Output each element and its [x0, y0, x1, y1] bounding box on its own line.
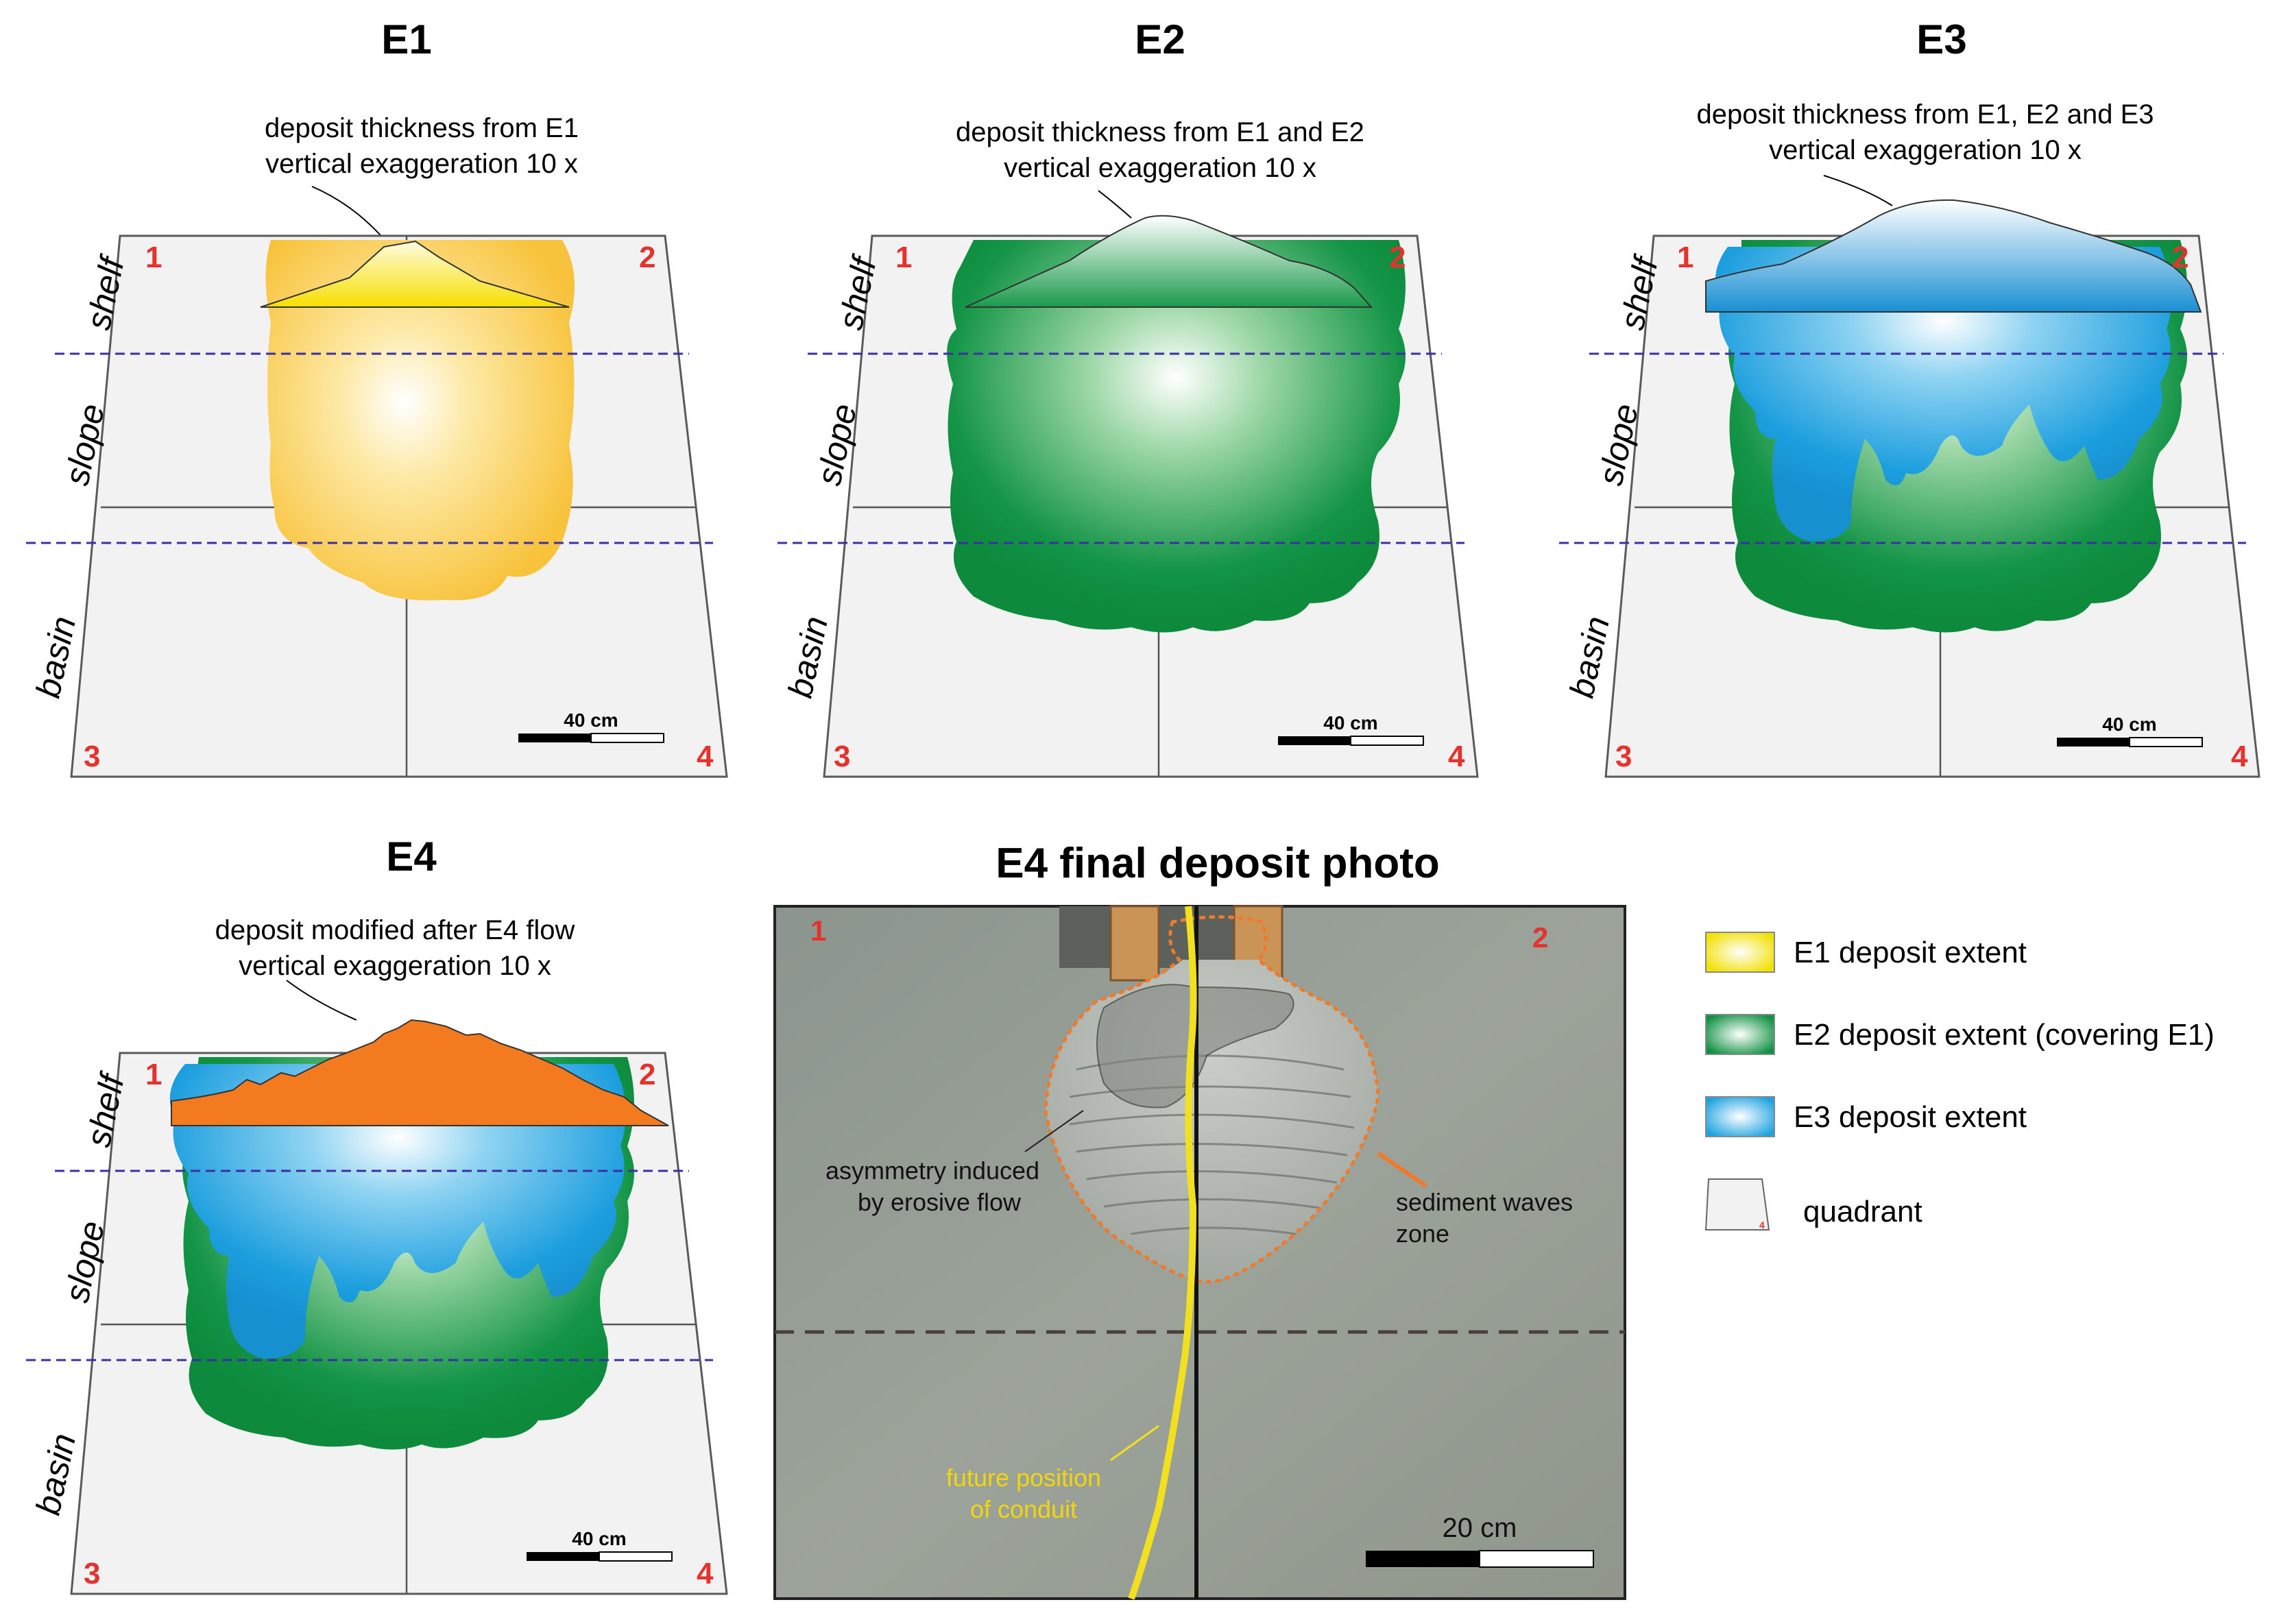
waves-label-line1: sediment waves: [1396, 1188, 1573, 1216]
legend-quadrant-mark: 4: [1759, 1220, 1765, 1231]
scale-bar-label: 40 cm: [564, 710, 618, 731]
zone-label-basin: basin: [29, 613, 84, 701]
panel-title: E4: [386, 834, 437, 880]
panel-title: E1: [381, 16, 431, 62]
conduit-label-line1: future position: [946, 1464, 1101, 1492]
conduit-leader: [1110, 1425, 1159, 1462]
scale-bar-label: 40 cm: [1323, 712, 1377, 734]
leader-line: [286, 980, 357, 1021]
legend-label-quadrant: quadrant: [1803, 1195, 1922, 1228]
e2-deposit: [947, 240, 1406, 633]
quadrant-number: 2: [2172, 241, 2188, 274]
asymmetry-label-line1: asymmetry induced: [825, 1156, 1039, 1185]
photo-quadrant-number: 1: [810, 914, 826, 947]
inlet-left-block: [1109, 905, 1160, 982]
leader-line: [1823, 175, 1893, 206]
scale-bar-black: [518, 734, 591, 742]
conduit-label-line2: of conduit: [970, 1495, 1077, 1523]
quadrant-number: 1: [145, 241, 162, 274]
quadrant-number: 1: [145, 1058, 162, 1091]
scale-bar-white: [2129, 737, 2203, 747]
quadrant-number: 3: [84, 740, 100, 773]
panel-note-line1: deposit thickness from E1 and E2: [956, 117, 1364, 147]
quadrant-number: 3: [84, 1557, 100, 1590]
photo-scale-label: 20 cm: [1443, 1513, 1517, 1543]
scale-bar-white: [1350, 736, 1424, 746]
photo-quadrant-number: 2: [1532, 921, 1548, 954]
legend-swatch-e2: [1705, 1014, 1775, 1055]
zone-label-basin: basin: [1563, 613, 1617, 701]
e3-deposit: [169, 1064, 626, 1359]
e2-thickness-profile: [965, 215, 1373, 308]
scale-bar-white: [599, 1551, 673, 1562]
quadrant-number: 4: [1448, 740, 1465, 773]
legend-swatch-e3: [1705, 1096, 1775, 1137]
scale-bar-white: [590, 733, 664, 743]
quadrant-number: 4: [697, 740, 714, 773]
panel-note-line2: vertical exaggeration 10 x: [1004, 153, 1316, 183]
e1-deposit: [265, 240, 575, 601]
panel-e1: E1 deposit thickness from E1 vertical ex…: [26, 16, 728, 778]
asymmetry-label-line2: by erosive flow: [858, 1188, 1022, 1216]
leader-line: [1098, 190, 1132, 219]
asymmetry-leader: [1024, 1110, 1084, 1152]
photo-title: E4 final deposit photo: [996, 840, 1440, 887]
legend-label-e2: E2 deposit extent (covering E1): [1794, 1018, 2215, 1052]
zone-label-basin: basin: [29, 1430, 84, 1518]
quadrant-number: 3: [834, 740, 850, 773]
waves-label-line2: zone: [1396, 1220, 1449, 1248]
panel-note-line2: vertical exaggeration 10 x: [265, 149, 578, 179]
panel-title: E2: [1135, 16, 1185, 62]
quadrant-number: 1: [895, 241, 912, 274]
legend-swatch-e1: [1705, 932, 1775, 973]
e1-thickness-profile: [260, 240, 570, 308]
legend-label-e1: E1 deposit extent: [1794, 936, 2027, 969]
photo-panel: E4 final deposit photo 1 2 asymmetry ind…: [773, 840, 1626, 1600]
quadrant-number: 4: [697, 1557, 714, 1590]
panel-e3: E3 deposit thickness from E1, E2 and E3 …: [1559, 16, 2260, 778]
e3-thickness-profile: [1705, 199, 2202, 313]
sediment-waves-zone-outline: [1044, 915, 1380, 1284]
scale-bar-black: [527, 1552, 599, 1561]
legend: E1 deposit extent E2 deposit extent (cov…: [1704, 932, 2215, 1231]
photo-scale-bar-white: [1479, 1550, 1594, 1568]
quadrant-number: 4: [2231, 740, 2248, 773]
photo-scale-bar-black: [1366, 1551, 1480, 1567]
scale-bar-black: [2057, 738, 2130, 747]
panel-e2: E2 deposit thickness from E1 and E2 vert…: [777, 16, 1479, 778]
panel-note-line1: deposit modified after E4 flow: [215, 915, 575, 945]
scale-bar-label: 40 cm: [2102, 714, 2156, 735]
scale-bar-black: [1278, 736, 1351, 745]
sediment-wave-ridges: [1069, 1054, 1355, 1235]
quadrant-number: 3: [1615, 740, 1632, 773]
panel-note-line2: vertical exaggeration 10 x: [239, 951, 551, 981]
waves-leader: [1377, 1151, 1427, 1188]
legend-label-e3: E3 deposit extent: [1794, 1100, 2027, 1134]
legend-swatch-quadrant: [1704, 1178, 1770, 1231]
panel-note-line1: deposit thickness from E1, E2 and E3: [1696, 99, 2154, 130]
quadrant-number: 2: [1389, 241, 1406, 274]
panel-title: E3: [1916, 16, 1966, 62]
quadrant-number: 2: [639, 241, 655, 274]
e4-modified-profile: [171, 1019, 669, 1126]
future-conduit-line: [1128, 906, 1197, 1600]
panel-e4: E4 deposit modified after E4 flow vertic…: [26, 834, 728, 1595]
quadrant-number: 1: [1677, 241, 1693, 274]
scale-bar-label: 40 cm: [572, 1528, 626, 1549]
e3-deposit: [1715, 247, 2172, 542]
quadrant-number: 2: [639, 1058, 655, 1091]
panel-note-line2: vertical exaggeration 10 x: [1769, 135, 2082, 165]
panel-note-line1: deposit thickness from E1: [265, 113, 579, 143]
zone-label-basin: basin: [781, 613, 836, 701]
